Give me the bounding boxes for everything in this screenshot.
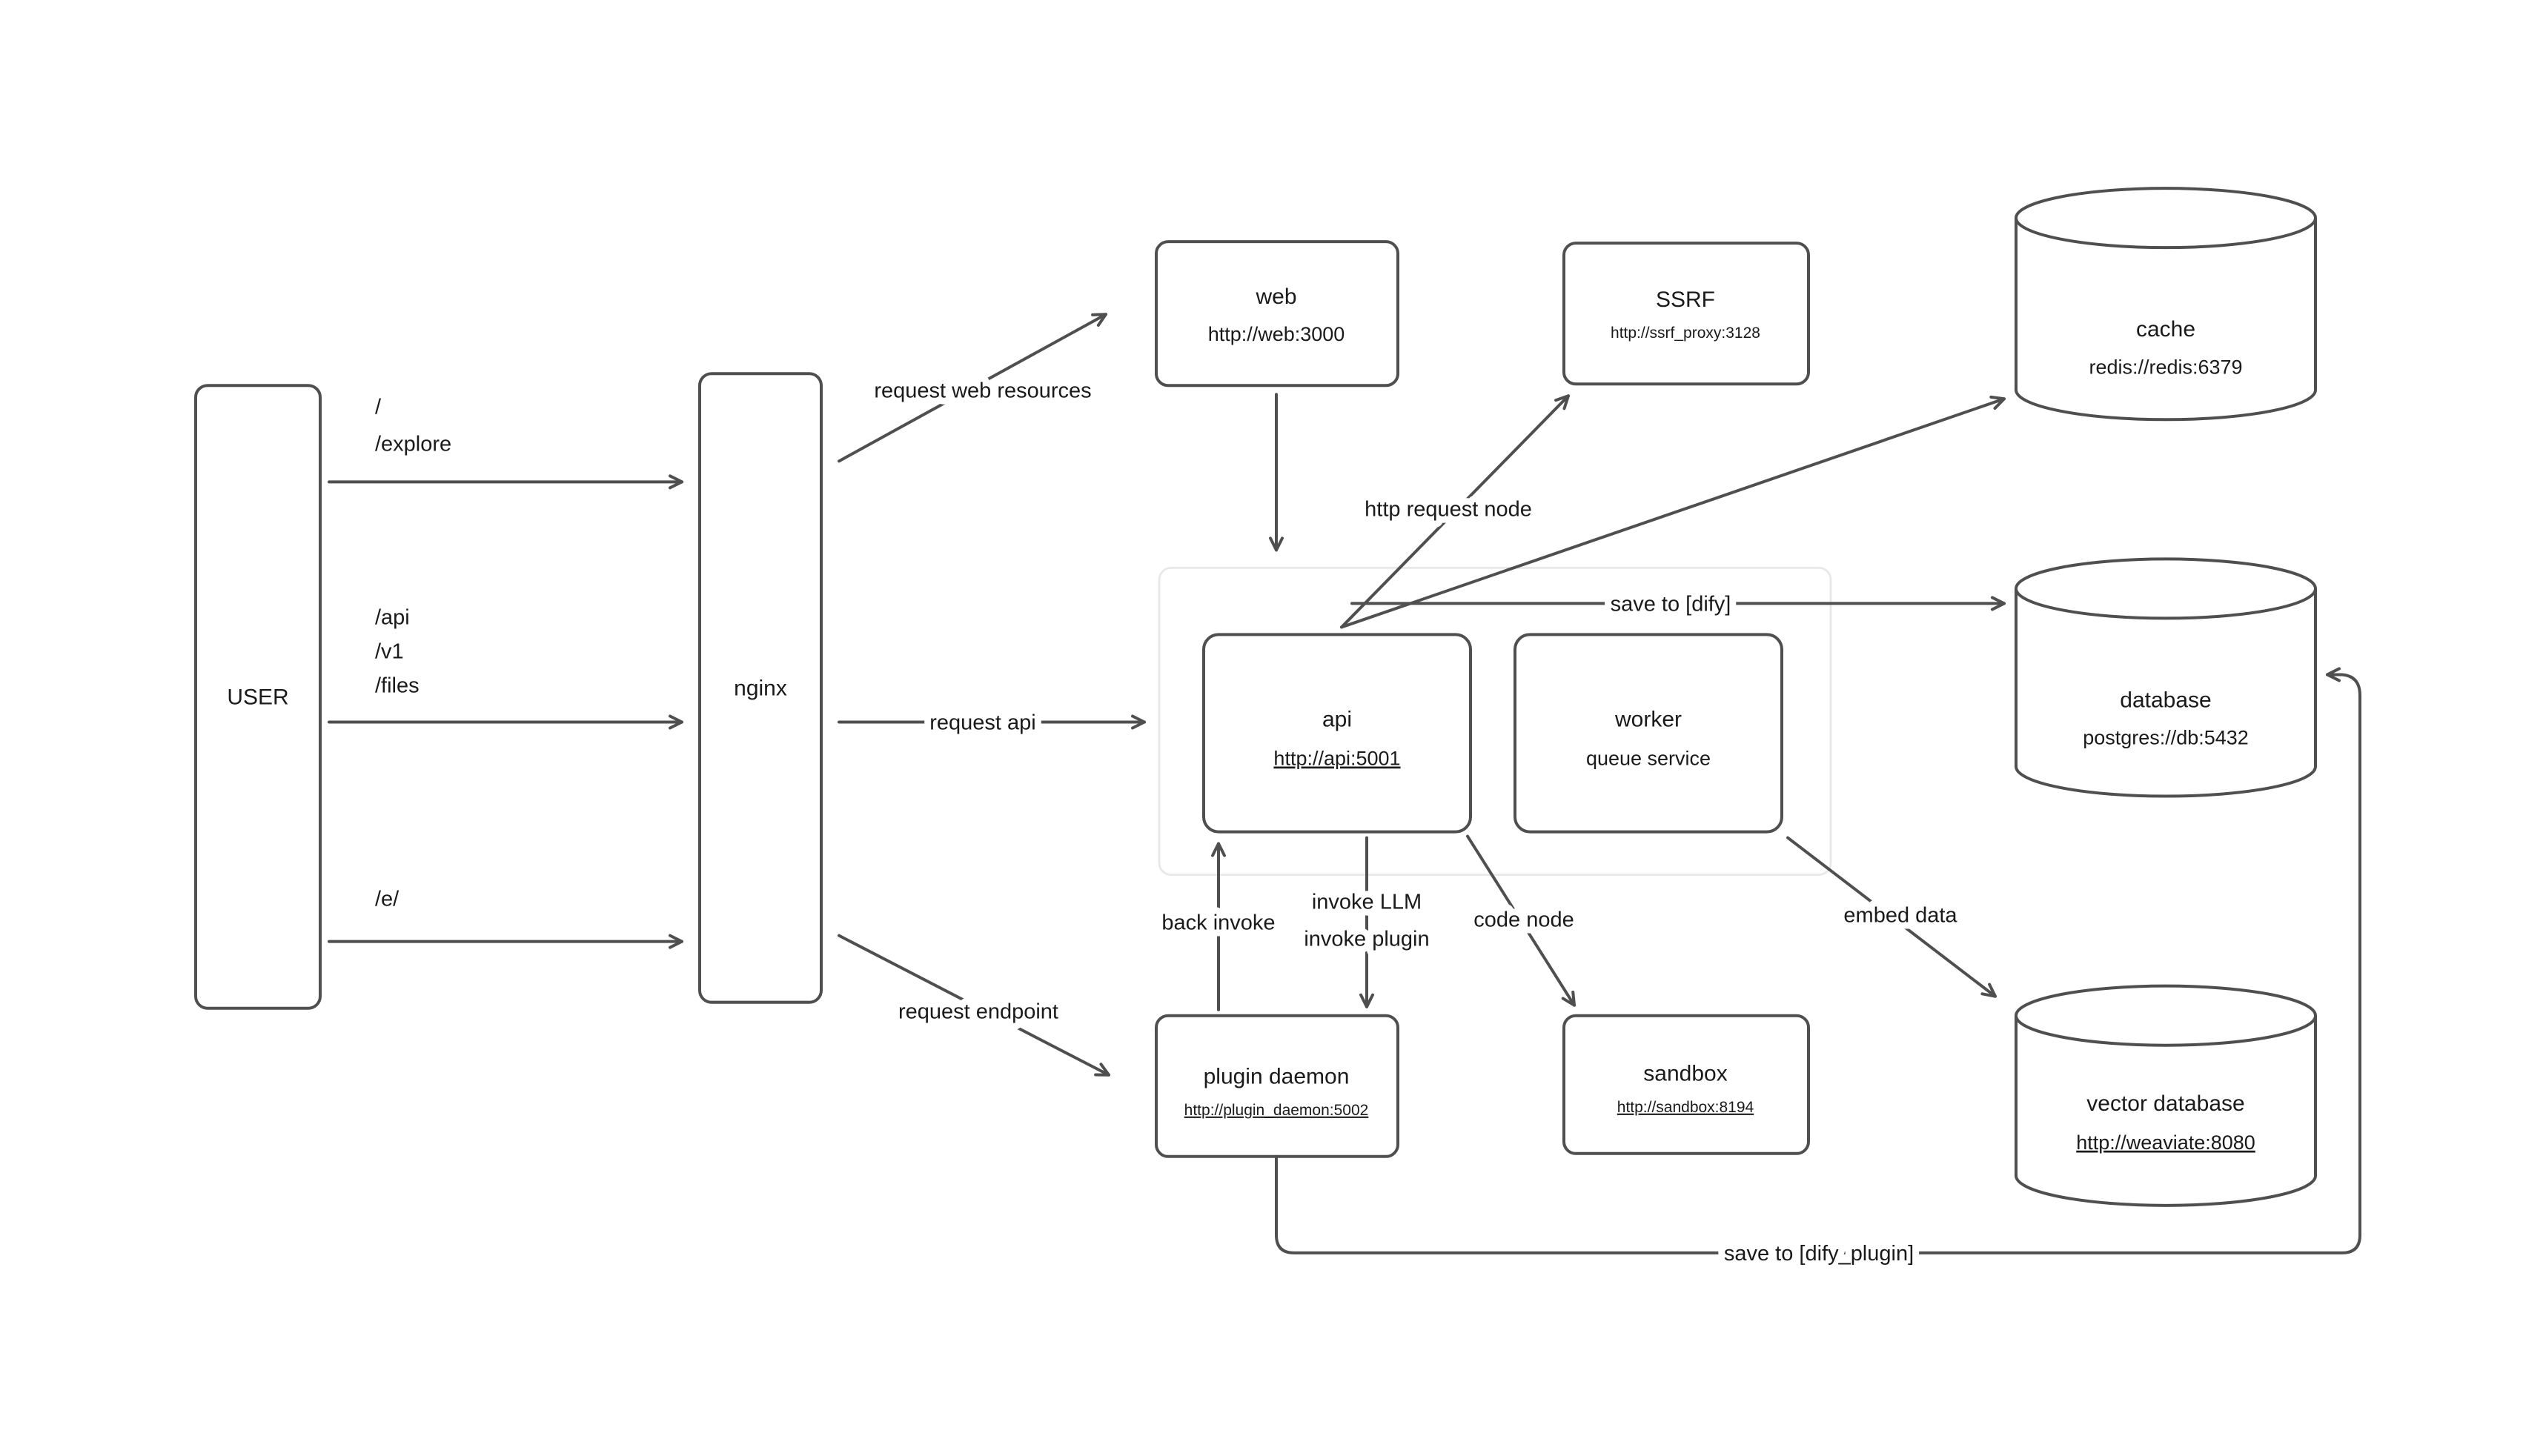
vector-database-label: vector database — [2086, 1091, 2244, 1116]
edge-api-sandbox — [1466, 834, 1576, 1007]
api-node: api http://api:5001 — [1202, 633, 1472, 834]
cache-cylinder-top — [2015, 187, 2317, 250]
nginx-label: nginx — [734, 676, 787, 700]
worker-node: worker queue service — [1514, 633, 1783, 834]
edge-nginx-web — [838, 313, 1107, 463]
user-box — [194, 384, 322, 1010]
label-invoke-llm: invoke LLM — [1312, 891, 1422, 914]
ssrf-label: SSRF — [1656, 287, 1715, 312]
route-api: /api — [375, 605, 410, 629]
api-label: api — [1322, 707, 1352, 731]
nginx-node: nginx — [698, 372, 823, 1004]
ssrf-box — [1562, 242, 1810, 386]
worker-label: worker — [1614, 707, 1682, 731]
plugin-daemon-node: plugin daemon http://plugin_daemon:5002 — [1155, 1014, 1399, 1158]
route-e: /e/ — [375, 888, 399, 911]
sandbox-node: sandbox http://sandbox:8194 — [1562, 1014, 1810, 1155]
worker-box — [1514, 633, 1783, 834]
sandbox-url: http://sandbox:8194 — [1617, 1099, 1754, 1116]
label-invoke-plugin: invoke plugin — [1304, 928, 1429, 951]
database-cylinder-body — [2015, 588, 2317, 798]
edge-api-cache — [1340, 395, 2006, 629]
vector-database-node: vector database http://weaviate:8080 — [2015, 984, 2317, 1207]
api-url: http://api:5001 — [1273, 748, 1400, 770]
api-box — [1202, 633, 1472, 834]
sandbox-label: sandbox — [1643, 1062, 1727, 1086]
database-url: postgres://db:5432 — [2083, 727, 2249, 749]
vector-database-cylinder-body — [2015, 1015, 2317, 1207]
edge-plugin-daemon-database — [1275, 667, 2361, 1254]
nginx-box — [698, 372, 823, 1004]
route-explore: /explore — [375, 432, 451, 456]
vector-database-url: http://weaviate:8080 — [2076, 1131, 2255, 1154]
database-cylinder-top — [2015, 557, 2317, 620]
vector-database-cylinder-top — [2015, 984, 2317, 1047]
label-back-invoke: back invoke — [1161, 911, 1275, 935]
route-labels: / /explore /api /v1 /files /e/ — [375, 395, 451, 911]
cache-cylinder-body — [2015, 218, 2317, 422]
web-url: http://web:3000 — [1208, 323, 1345, 345]
route-files: /files — [375, 674, 420, 697]
cache-node: cache redis://redis:6379 — [2015, 187, 2317, 422]
label-request-web-resources: request web resources — [874, 379, 1091, 402]
web-label: web — [1255, 285, 1296, 309]
web-box — [1155, 240, 1399, 388]
ssrf-url: http://ssrf_proxy:3128 — [1611, 325, 1760, 342]
label-embed-data: embed data — [1843, 904, 1957, 928]
label-code-node: code node — [1473, 908, 1574, 932]
plugin-daemon-label: plugin daemon — [1204, 1065, 1350, 1089]
cache-label: cache — [2136, 317, 2195, 342]
plugin-daemon-url: http://plugin_daemon:5002 — [1184, 1102, 1369, 1119]
cache-url: redis://redis:6379 — [2089, 356, 2242, 378]
database-label: database — [2120, 688, 2211, 712]
sandbox-box — [1562, 1014, 1810, 1155]
route-root: / — [375, 395, 382, 419]
user-label: USER — [227, 685, 288, 709]
label-request-endpoint: request endpoint — [898, 1000, 1058, 1024]
edge-api-ssrf — [1340, 394, 1570, 629]
label-save-to-dify: save to [dify] — [1611, 592, 1731, 616]
label-http-request-node: http request node — [1365, 497, 1532, 521]
route-v1: /v1 — [375, 639, 404, 663]
edge-worker-vector-database — [1786, 836, 1997, 998]
label-save-to-dify-plugin: save to [dify_plugin] — [1724, 1242, 1914, 1266]
label-request-api: request api — [929, 711, 1035, 734]
edge-nginx-plugin-daemon — [838, 934, 1110, 1077]
web-node: web http://web:3000 — [1155, 240, 1399, 388]
database-node: database postgres://db:5432 — [2015, 557, 2317, 798]
api-worker-group-box — [1158, 566, 1832, 877]
user-node: USER — [194, 384, 322, 1010]
ssrf-node: SSRF http://ssrf_proxy:3128 — [1562, 242, 1810, 386]
worker-sublabel: queue service — [1586, 748, 1711, 770]
